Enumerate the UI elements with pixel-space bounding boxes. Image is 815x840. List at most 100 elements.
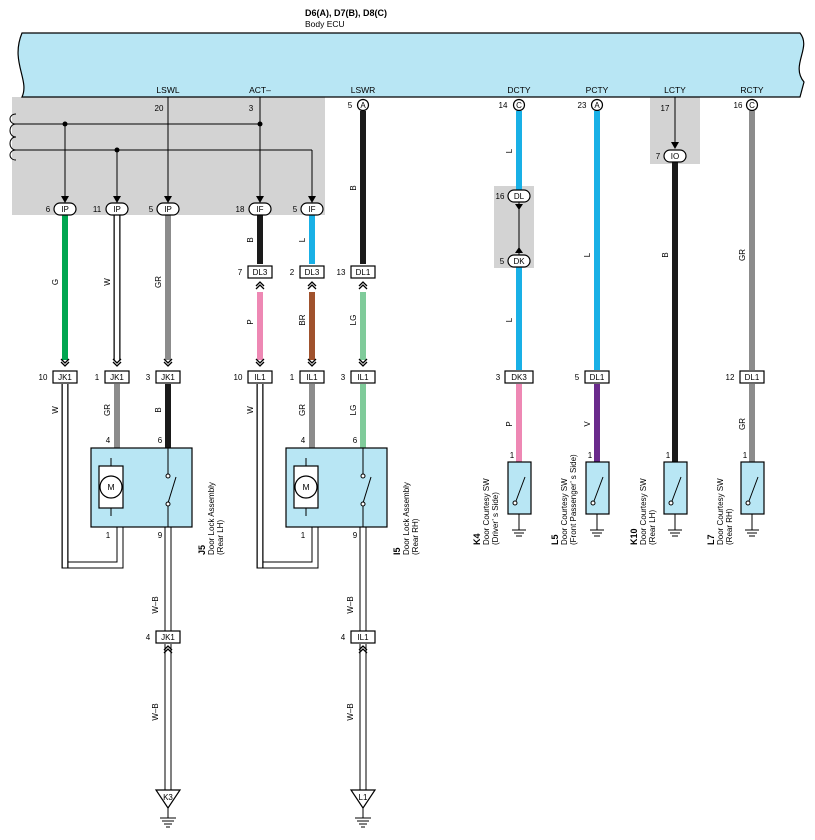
pin-lswl: 20 — [155, 104, 164, 113]
svg-text:LG: LG — [349, 405, 358, 416]
svg-text:G: G — [51, 279, 60, 285]
svg-text:9: 9 — [158, 531, 163, 540]
terminal-act: ACT– — [249, 85, 271, 95]
svg-text:5: 5 — [293, 205, 298, 214]
svg-text:1: 1 — [290, 373, 295, 382]
svg-text:DL1: DL1 — [356, 268, 371, 277]
svg-text:L: L — [298, 237, 307, 242]
svg-text:10: 10 — [39, 373, 48, 382]
svg-text:W–B: W–B — [151, 596, 160, 613]
svg-text:4: 4 — [146, 633, 151, 642]
svg-text:DL1: DL1 — [590, 373, 605, 382]
label-k4: K4 Door Courtesy SW (Driver’ s Side) — [472, 478, 500, 545]
svg-text:JK1: JK1 — [161, 633, 175, 642]
svg-text:Door Lock Assembly: Door Lock Assembly — [207, 482, 216, 555]
conn-jk1-3: JK1 3 — [146, 358, 181, 384]
svg-text:4: 4 — [341, 633, 346, 642]
conn-dl3-2: DL3 2 — [290, 265, 325, 290]
svg-text:IL1: IL1 — [357, 633, 369, 642]
terminal-lswl: LSWL — [156, 85, 179, 95]
svg-text:JK1: JK1 — [110, 373, 124, 382]
motor-symbol: M — [302, 482, 309, 492]
conn-io-7: IO 7 — [656, 149, 687, 163]
svg-text:GR: GR — [103, 404, 112, 416]
door-lock-assembly-j5: M 4 6 1 9 — [90, 436, 193, 540]
svg-text:K3: K3 — [163, 793, 173, 802]
pin-rcty: 16 — [734, 101, 743, 110]
svg-text:JK1: JK1 — [161, 373, 175, 382]
svg-text:12: 12 — [726, 373, 735, 382]
svg-text:IF: IF — [308, 205, 315, 214]
svg-text:GR: GR — [298, 404, 307, 416]
svg-text:Door Courtesy SW: Door Courtesy SW — [482, 478, 491, 545]
switch-k10: 1 — [663, 451, 688, 537]
svg-text:L5: L5 — [550, 534, 560, 545]
svg-text:Door Courtesy SW: Door Courtesy SW — [716, 478, 725, 545]
svg-text:B: B — [661, 252, 670, 257]
pin-act: 3 — [249, 104, 254, 113]
svg-text:DK: DK — [513, 257, 525, 266]
svg-text:W–B: W–B — [346, 596, 355, 613]
svg-text:1: 1 — [301, 531, 306, 540]
svg-text:L: L — [583, 252, 592, 257]
svg-text:7: 7 — [238, 268, 243, 277]
svg-text:3: 3 — [341, 373, 346, 382]
label-k10: K10 Door Courtesy SW (Rear LH) — [629, 478, 657, 545]
svg-text:IP: IP — [164, 205, 172, 214]
terminal-rcty: RCTY — [740, 85, 763, 95]
svg-text:18: 18 — [236, 205, 245, 214]
svg-text:1: 1 — [588, 451, 593, 460]
door-lock-assembly-i5: M 4 6 1 9 — [285, 436, 388, 540]
svg-text:(Rear LH): (Rear LH) — [216, 520, 225, 555]
svg-text:IP: IP — [113, 205, 121, 214]
svg-text:(Rear RH): (Rear RH) — [725, 508, 734, 545]
svg-text:(Rear RH): (Rear RH) — [411, 518, 420, 555]
junction-dot — [257, 121, 263, 127]
switch-l7: 1 — [740, 451, 765, 537]
svg-text:(Driver’ s Side): (Driver’ s Side) — [491, 492, 500, 545]
svg-text:IP: IP — [61, 205, 69, 214]
conn-dl1-12: DL1 12 — [726, 370, 765, 384]
svg-text:Door Lock Assembly: Door Lock Assembly — [402, 482, 411, 555]
switch-k4: 1 — [507, 451, 532, 537]
svg-text:W: W — [51, 406, 60, 414]
svg-text:L: L — [505, 148, 514, 153]
svg-text:DL3: DL3 — [253, 268, 268, 277]
svg-text:4: 4 — [301, 436, 306, 445]
svg-text:3: 3 — [146, 373, 151, 382]
svg-text:W–B: W–B — [151, 703, 160, 720]
svg-text:6: 6 — [353, 436, 358, 445]
conn-dl3-7: DL3 7 — [238, 265, 273, 290]
svg-text:Door Courtesy SW: Door Courtesy SW — [639, 478, 648, 545]
svg-text:LG: LG — [349, 315, 358, 326]
svg-text:11: 11 — [93, 205, 102, 214]
svg-text:L7: L7 — [706, 534, 716, 545]
svg-text:W: W — [103, 278, 112, 286]
wire-wb-set — [164, 527, 367, 792]
i5-return-wire — [256, 384, 319, 569]
svg-text:BR: BR — [298, 314, 307, 325]
svg-text:16: 16 — [496, 192, 505, 201]
svg-text:P: P — [246, 319, 255, 324]
label-l7: L7 Door Courtesy SW (Rear RH) — [706, 478, 734, 545]
conn-il1-10: IL1 10 — [234, 358, 273, 384]
j5-return-wire — [61, 384, 124, 569]
svg-text:DL1: DL1 — [745, 373, 760, 382]
svg-text:5: 5 — [149, 205, 154, 214]
svg-text:10: 10 — [234, 373, 243, 382]
svg-text:6: 6 — [158, 436, 163, 445]
body-ecu-box — [17, 32, 805, 98]
switch-l5: 1 — [585, 451, 610, 537]
conn-dk-5: DK 5 — [500, 254, 531, 268]
svg-text:K4: K4 — [472, 533, 482, 545]
ground-k3: K3 — [154, 789, 182, 828]
svg-text:B: B — [349, 185, 358, 190]
ecu-tag-c-dcty: C — [516, 101, 522, 110]
svg-text:(Rear LH): (Rear LH) — [648, 510, 657, 545]
svg-text:3: 3 — [496, 373, 501, 382]
svg-text:7: 7 — [656, 152, 661, 161]
svg-text:1: 1 — [666, 451, 671, 460]
svg-text:1: 1 — [95, 373, 100, 382]
svg-text:1: 1 — [106, 531, 111, 540]
